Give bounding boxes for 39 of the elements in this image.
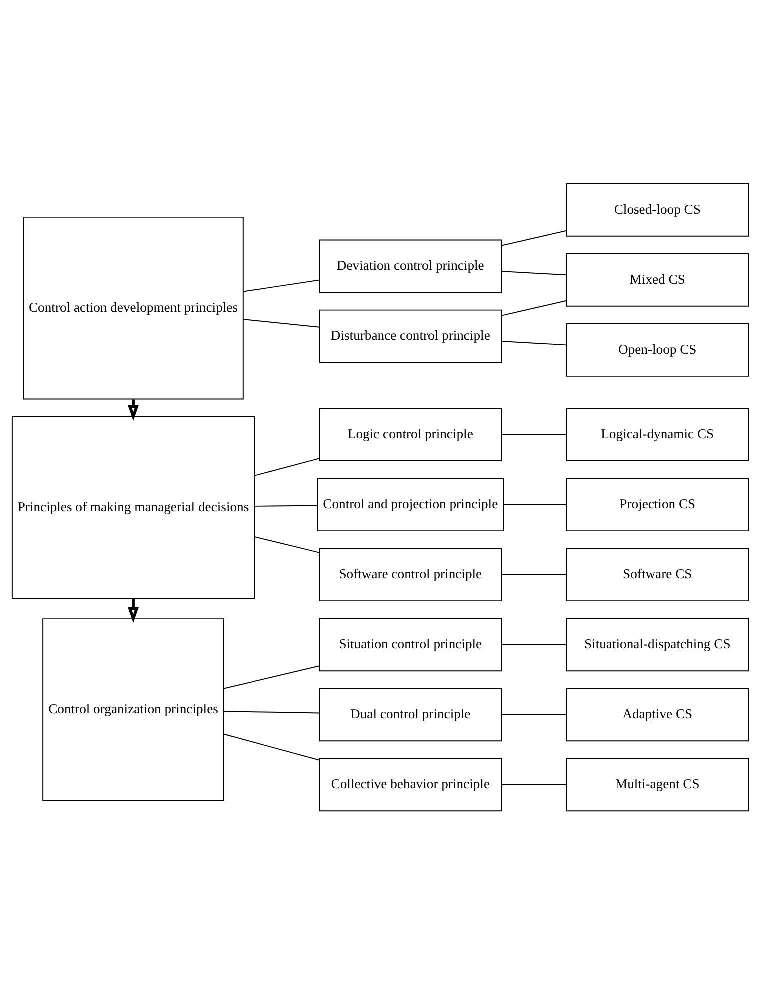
connector — [501, 714, 568, 715]
connector — [243, 318, 320, 328]
node-box: Logic control principle — [319, 408, 502, 462]
connector — [501, 230, 568, 246]
node-box: Control action development principles — [23, 216, 244, 400]
node-box: Logical-dynamic CS — [566, 408, 750, 462]
node-box: Adaptive CS — [566, 688, 750, 742]
node-box: Principles of making managerial decisions — [12, 416, 256, 599]
connector — [501, 574, 568, 575]
node-box: Situational-dispatching CS — [566, 618, 750, 672]
node-box: Control and projection principle — [317, 478, 504, 532]
node-box: Projection CS — [566, 478, 750, 532]
node-box: Software CS — [566, 548, 750, 602]
connector — [501, 270, 568, 276]
node-box: Dual control principle — [319, 688, 502, 742]
node-box: Open-loop CS — [566, 322, 750, 376]
node-box: Disturbance control principle — [319, 309, 502, 363]
connector — [254, 504, 318, 506]
connector — [501, 784, 568, 785]
arrow — [128, 598, 139, 623]
connector — [224, 733, 320, 760]
connector — [224, 665, 320, 689]
connector — [243, 279, 320, 292]
connector — [501, 300, 568, 316]
node-box: Control organization principles — [42, 618, 224, 801]
node-box: Mixed CS — [566, 252, 750, 306]
connector — [254, 458, 320, 476]
connector — [501, 434, 568, 435]
node-box: Software control principle — [319, 548, 502, 602]
connector — [501, 340, 568, 346]
node-box: Deviation control principle — [319, 239, 502, 293]
connector — [224, 710, 320, 714]
node-box: Multi-agent CS — [566, 758, 750, 812]
connector — [254, 536, 320, 553]
node-box: Situation control principle — [319, 618, 502, 672]
connector — [501, 644, 568, 645]
connector — [503, 504, 568, 505]
node-box: Collective behavior principle — [319, 758, 502, 812]
node-box: Closed-loop CS — [566, 182, 750, 236]
